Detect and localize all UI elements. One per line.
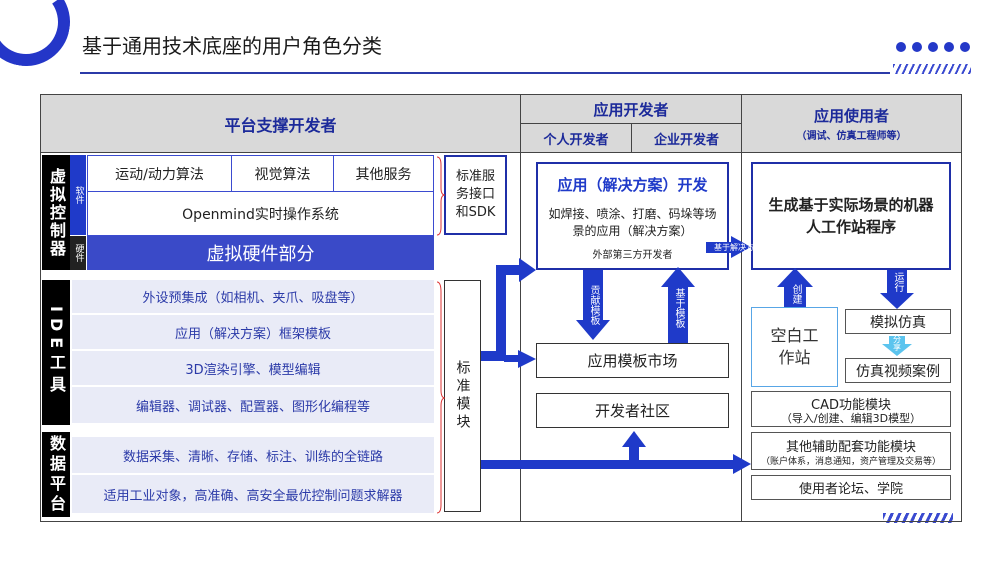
arrow-bottom-line xyxy=(481,460,736,469)
arrow-run xyxy=(887,270,907,295)
arrow-create-head xyxy=(777,268,813,287)
ide-row-3: 3D渲染引擎、模型编辑 xyxy=(72,351,434,387)
dots-decoration xyxy=(896,42,970,52)
based-on-solution-label: 基于解决方案 xyxy=(714,243,762,252)
std-module-box: 标准模块 xyxy=(444,280,481,512)
label-hardware: 硬件 xyxy=(70,236,86,270)
data-row-1: 数据采集、清晰、存储、标注、训练的全链路 xyxy=(72,437,434,475)
os-cell: Openmind实时操作系统 xyxy=(87,191,434,236)
arrow-std-to-market-head xyxy=(518,350,536,368)
header-enterprise-dev: 企业开发者 xyxy=(631,123,742,153)
arrow-run-head xyxy=(880,293,914,309)
sim-box: 模拟仿真 xyxy=(845,309,951,334)
sim-video-box: 仿真视频案例 xyxy=(845,358,951,383)
other-services-cell: 其他服务 xyxy=(333,155,434,192)
arrow-std-h2 xyxy=(496,265,520,275)
arrow-solution xyxy=(706,242,734,253)
header-app-user-sub: （调试、仿真工程师等） xyxy=(796,131,907,142)
arrow-contribute-head xyxy=(576,320,610,340)
column-divider-1 xyxy=(520,94,521,522)
cad-sub: （导入/创建、编辑3D模型） xyxy=(780,412,922,425)
blank-station-box: 空白工作站 xyxy=(751,307,838,387)
vision-algo-cell: 视觉算法 xyxy=(231,155,334,192)
cad-box: CAD功能模块 （导入/创建、编辑3D模型） xyxy=(751,391,951,427)
header-app-user: 应用使用者 （调试、仿真工程师等） xyxy=(741,94,962,153)
ide-row-2: 应用（解决方案）框架模板 xyxy=(72,315,434,351)
arrow-create xyxy=(784,285,806,307)
based-on-label: 基于模板 xyxy=(673,287,684,328)
header-app-user-title: 应用使用者 xyxy=(813,107,889,125)
page-title: 基于通用技术底座的用户角色分类 xyxy=(82,34,382,58)
other-aux-title: 其他辅助配套功能模块 xyxy=(785,440,916,455)
motion-algo-cell: 运动/动力算法 xyxy=(87,155,232,192)
arrow-std-to-market xyxy=(504,355,520,362)
stripes-decoration xyxy=(893,64,971,74)
other-aux-box: 其他辅助配套功能模块 （账户体系，消息通知，资产管理及交易等） xyxy=(751,432,951,470)
third-party-label: 外部第三方开发者 xyxy=(592,250,673,261)
run-label: 运行 xyxy=(892,272,903,292)
arrow-community-head xyxy=(622,431,646,447)
forum-box: 使用者论坛、学院 xyxy=(751,475,951,500)
label-ide-tools: IDE工具 xyxy=(42,280,70,425)
solution-dev-title: 应用（解决方案）开发 xyxy=(557,176,708,194)
arrow-community-stem xyxy=(629,445,639,463)
ide-row-4: 编辑器、调试器、配置器、图形化编程等 xyxy=(72,387,434,425)
arrow-bottom-head xyxy=(733,454,751,474)
template-market-box: 应用模板市场 xyxy=(536,343,729,378)
virtual-hardware-bar: 虚拟硬件部分 xyxy=(87,236,434,270)
solution-dev-desc: 如焊接、喷涂、打磨、码垛等场景的应用（解决方案） xyxy=(548,207,717,238)
create-label: 创建 xyxy=(790,284,801,304)
arrow-std-h xyxy=(481,351,504,361)
arrow-based-head xyxy=(661,267,695,287)
title-underline xyxy=(80,72,890,74)
arrow-share xyxy=(882,336,912,356)
solution-dev-box: 应用（解决方案）开发 如焊接、喷涂、打磨、码垛等场景的应用（解决方案） 外部第三… xyxy=(536,162,729,270)
label-virtual-controller: 虚拟控制器 xyxy=(42,155,70,270)
contribute-label: 贡献模板 xyxy=(588,284,599,325)
other-aux-sub: （账户体系，消息通知，资产管理及交易等） xyxy=(760,457,941,467)
arrow-solution-head xyxy=(731,236,751,258)
share-label: 分享 xyxy=(892,335,902,351)
arrow-based xyxy=(668,285,688,343)
label-software: 软件 xyxy=(70,155,86,235)
stripes-decoration-bottom xyxy=(883,513,953,523)
data-row-2: 适用工业对象，高准确、高安全最优控制问题求解器 xyxy=(72,475,434,515)
arrow-std-v xyxy=(496,265,506,361)
gen-program-box: 生成基于实际场景的机器人工作站程序 xyxy=(751,162,951,270)
brace-top xyxy=(436,156,446,236)
arrow-std-head xyxy=(519,258,536,282)
dev-community-box: 开发者社区 xyxy=(536,393,729,428)
label-data-platform: 数据平台 xyxy=(42,432,70,517)
brace-bottom xyxy=(436,281,446,514)
std-api-box: 标准服务接口和SDK xyxy=(444,155,507,235)
column-divider-2 xyxy=(741,94,742,522)
cad-title: CAD功能模块 xyxy=(811,398,891,413)
ide-row-1: 外设预集成（如相机、夹爪、吸盘等） xyxy=(72,280,434,315)
header-personal-dev: 个人开发者 xyxy=(520,123,632,153)
arrow-contribute xyxy=(583,270,603,322)
